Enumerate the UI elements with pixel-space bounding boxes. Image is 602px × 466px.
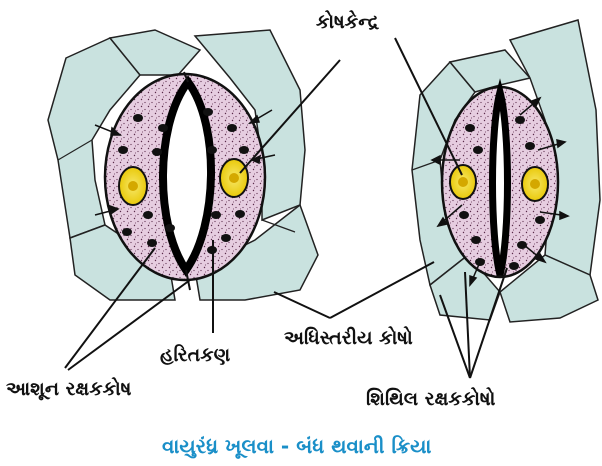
- label-flaccid-guard-cells: શિથિલ રક્ષકકોષો: [366, 387, 496, 410]
- figure-caption: વાયુરંધ્ર ખૂલવા - બંધ થવાની ક્રિયા: [162, 434, 432, 458]
- label-turgid-guard-cells: આશૂન રક્ષકકોષ: [6, 377, 132, 400]
- label-chloroplast: હરિતકણ: [160, 343, 231, 366]
- label-epidermal-cells: અધિસ્તરીય કોષો: [284, 326, 413, 349]
- label-nucleus: કોષકેન્દ્ર: [316, 10, 380, 33]
- stomatal-pore: [493, 92, 508, 275]
